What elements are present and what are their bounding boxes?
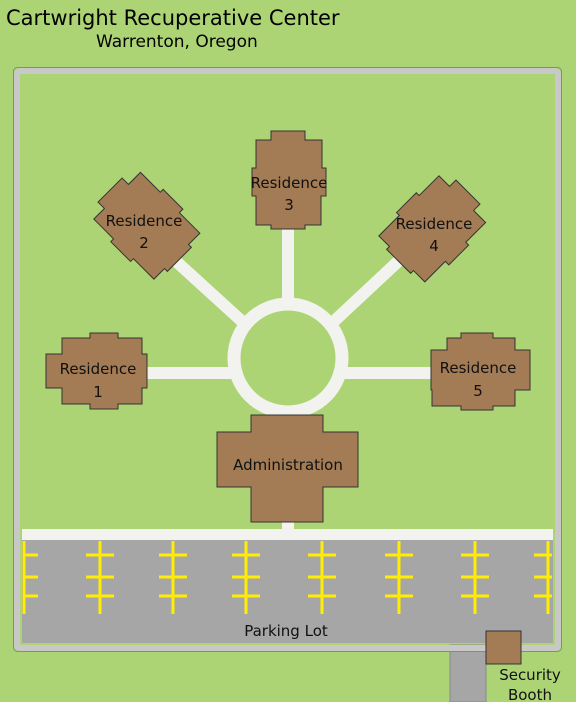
map-title: Cartwright Recuperative Center bbox=[6, 6, 340, 30]
administration-footprint bbox=[216, 414, 359, 523]
perimeter-wall bbox=[14, 68, 561, 651]
parking-walkway bbox=[22, 529, 553, 540]
parking-stripes bbox=[22, 541, 552, 614]
residence-4-footprint bbox=[378, 175, 487, 283]
security-booth-label: Security bbox=[499, 666, 561, 684]
security-booth-label-2: Booth bbox=[508, 686, 552, 702]
residence-4-number: 4 bbox=[429, 237, 439, 255]
administration-label: Administration bbox=[233, 456, 343, 474]
residence-1-footprint bbox=[45, 332, 148, 410]
map-subtitle: Warrenton, Oregon bbox=[96, 32, 258, 52]
security-booth[interactable]: Security Booth bbox=[485, 630, 561, 702]
central-roundabout bbox=[227, 297, 349, 419]
walkway-residence-2 bbox=[163, 249, 251, 330]
residence-2-label: Residence bbox=[106, 212, 183, 230]
residence-4-label: Residence bbox=[396, 215, 473, 233]
residence-3[interactable]: Residence 3 bbox=[251, 130, 328, 230]
residence-5-footprint bbox=[430, 332, 531, 411]
perimeter-wall-outline bbox=[13, 67, 562, 652]
residence-3-number: 3 bbox=[284, 196, 294, 214]
residence-3-footprint bbox=[251, 130, 327, 230]
residence-5-number: 5 bbox=[473, 382, 483, 400]
residence-5-label: Residence bbox=[440, 359, 517, 377]
walkway-residence-4 bbox=[325, 249, 411, 330]
residence-2-footprint bbox=[93, 171, 201, 280]
residence-1-label: Residence bbox=[60, 360, 137, 378]
residence-5[interactable]: Residence 5 bbox=[430, 332, 531, 411]
administration-building[interactable]: Administration bbox=[216, 414, 359, 523]
residence-4[interactable]: Residence 4 bbox=[373, 167, 495, 289]
residence-1-number: 1 bbox=[93, 383, 103, 401]
parking-lot bbox=[22, 540, 553, 643]
residence-3-label: Residence bbox=[251, 174, 328, 192]
residence-2-number: 2 bbox=[139, 234, 149, 252]
parking-lot-label: Parking Lot bbox=[244, 622, 328, 640]
exit-driveway bbox=[449, 644, 487, 702]
security-booth-footprint bbox=[485, 630, 522, 665]
residence-1[interactable]: Residence 1 bbox=[45, 332, 148, 410]
residence-2[interactable]: Residence 2 bbox=[85, 163, 207, 285]
